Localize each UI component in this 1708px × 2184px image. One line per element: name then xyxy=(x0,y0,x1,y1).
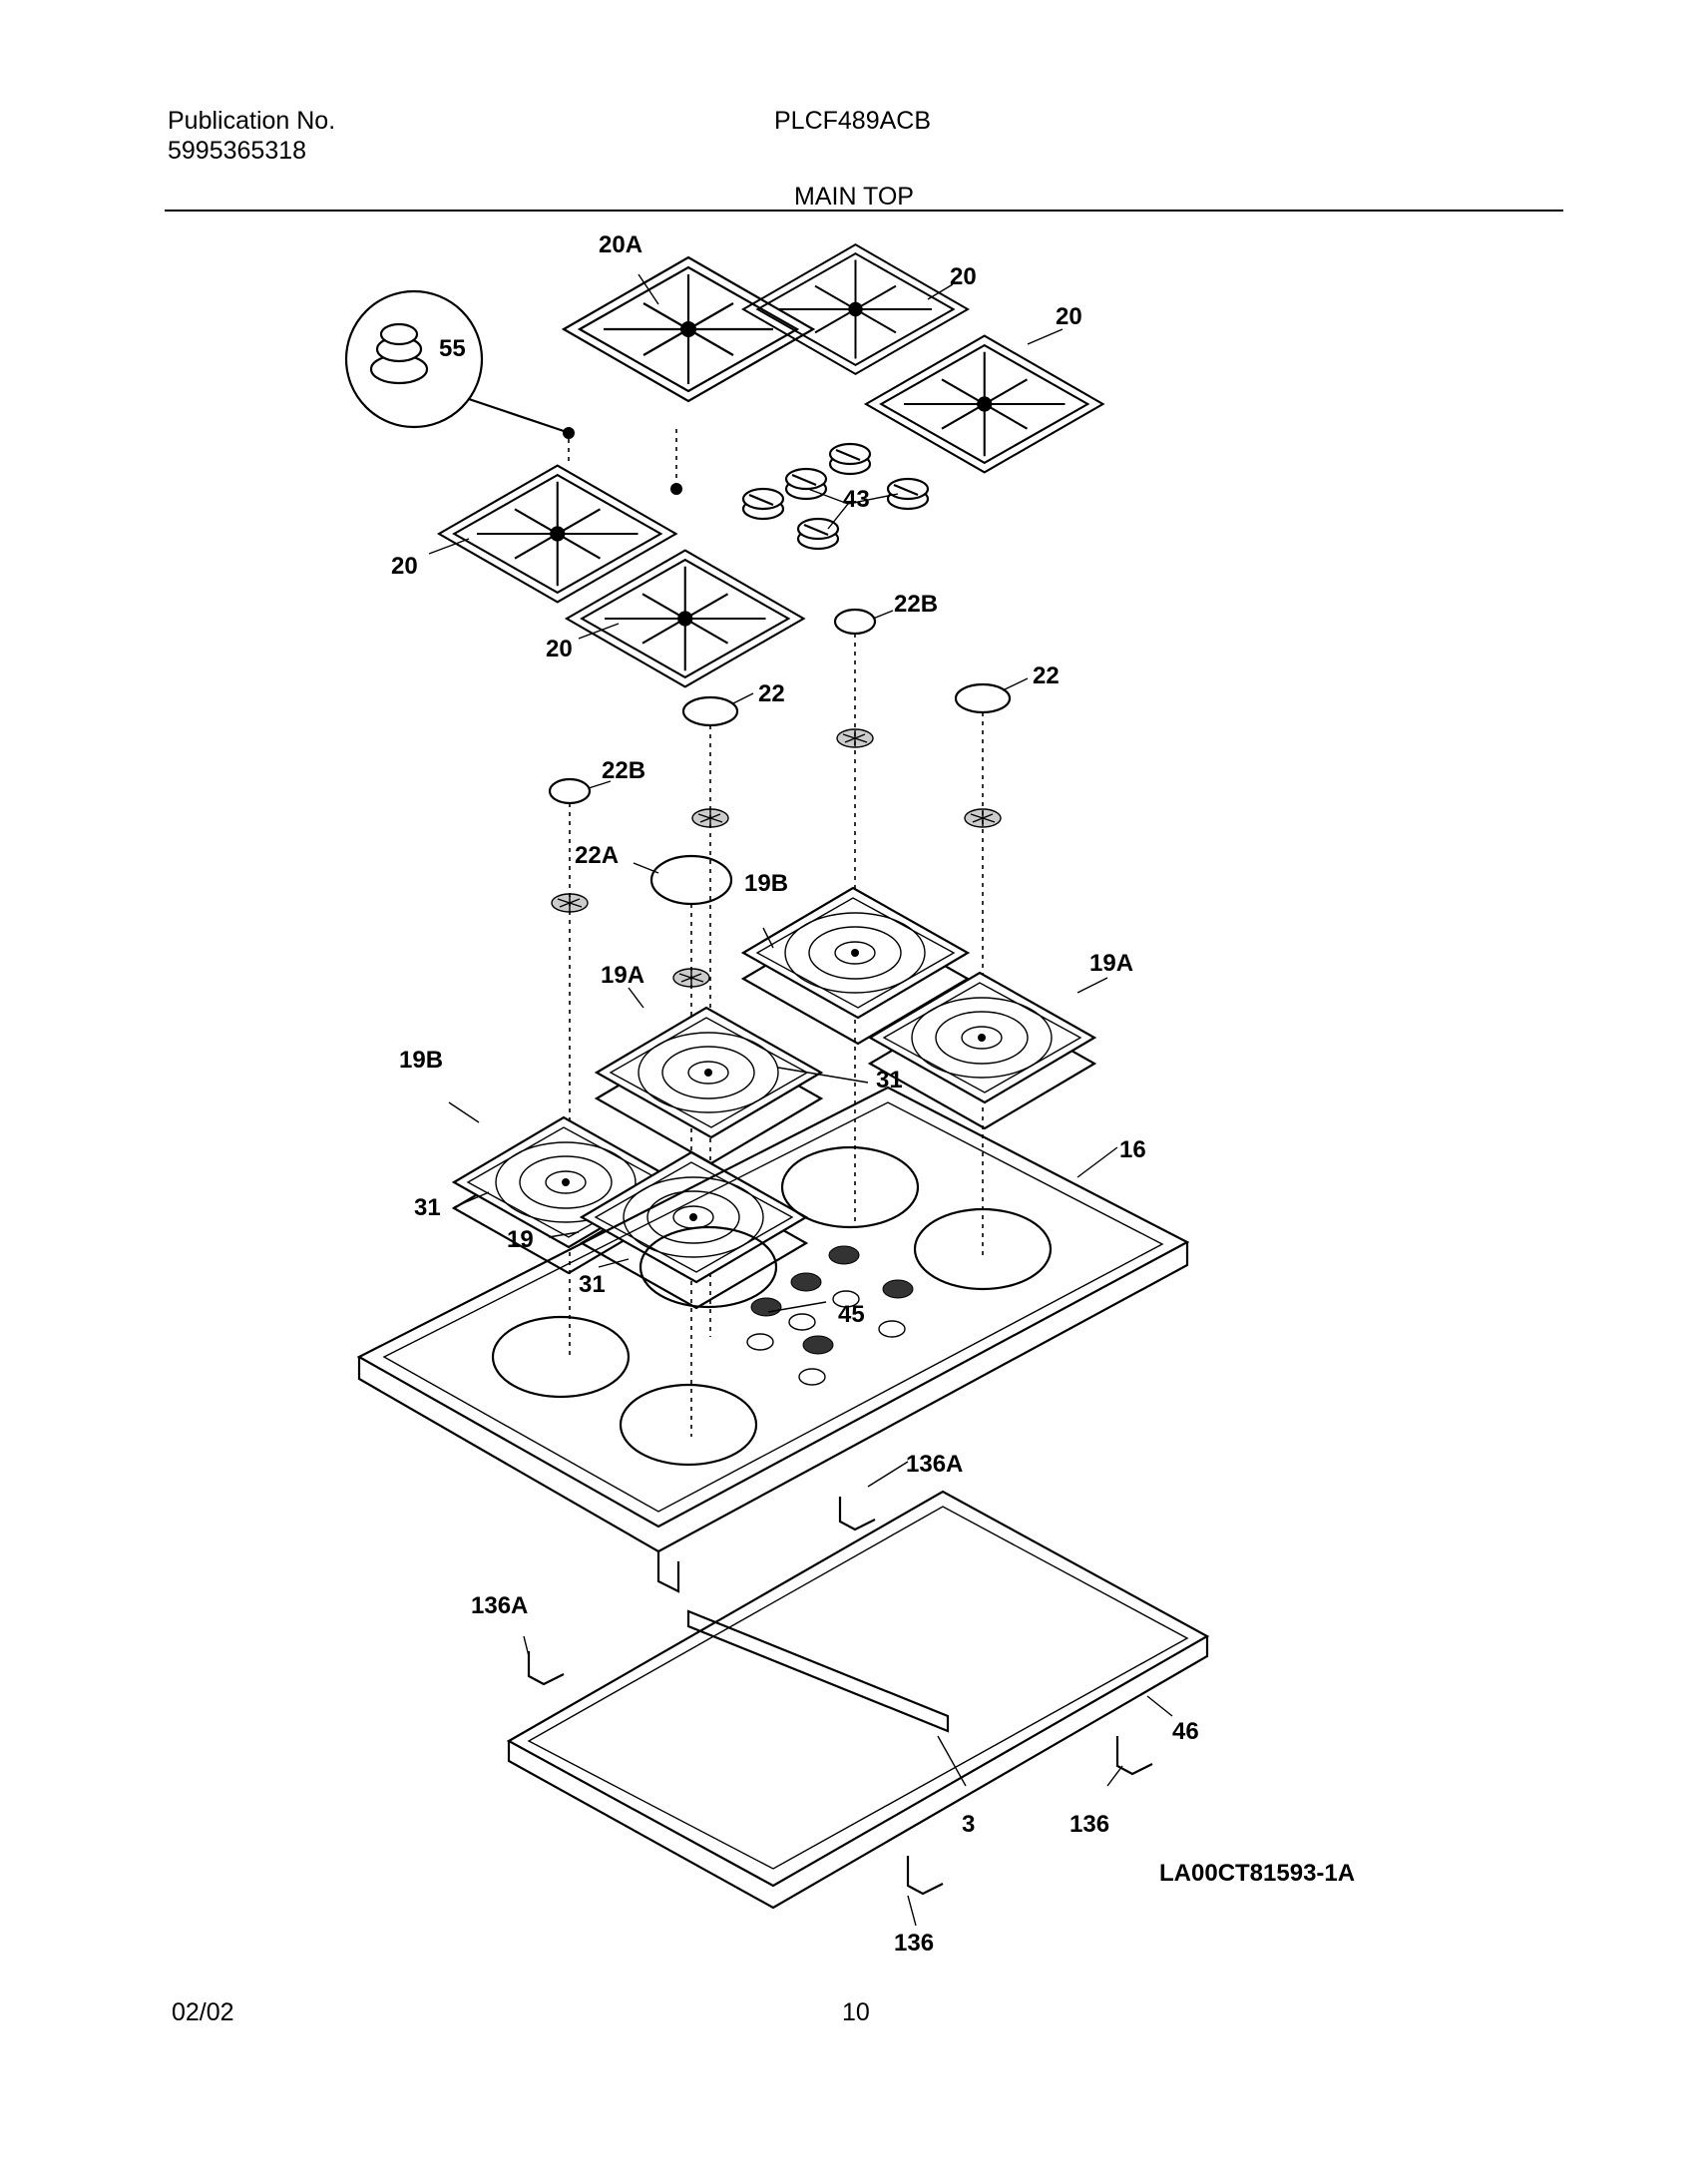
footer-date: 02/02 xyxy=(172,1998,234,2026)
leader-lines xyxy=(428,273,1173,1927)
callout-22a: 22A xyxy=(575,842,619,869)
grate-20a xyxy=(562,255,815,403)
knob-seats-45 xyxy=(746,1245,914,1386)
header-rule xyxy=(165,210,1563,212)
publication-label: Publication No. xyxy=(168,107,336,135)
burner-caps-and-heads xyxy=(548,608,1012,1437)
callout-20: 20 xyxy=(391,553,418,580)
callout-136: 136 xyxy=(1069,1811,1109,1838)
callout-20: 20 xyxy=(1056,303,1082,330)
callout-45: 45 xyxy=(838,1301,865,1328)
reference-code: LA00CT81593-1A xyxy=(1159,1860,1355,1887)
callout-20: 20 xyxy=(546,636,573,662)
callout-19: 19 xyxy=(507,1226,534,1253)
callout-31: 31 xyxy=(579,1271,606,1298)
callout-20: 20 xyxy=(950,263,977,290)
callout-19b: 19B xyxy=(399,1047,443,1074)
callout-46: 46 xyxy=(1172,1718,1199,1745)
callout-31: 31 xyxy=(876,1067,903,1093)
section-title: MAIN TOP xyxy=(794,183,914,211)
callout-3: 3 xyxy=(962,1811,975,1838)
grate-20-rear-right xyxy=(864,334,1104,474)
callout-136: 136 xyxy=(894,1930,934,1957)
callout-20a: 20A xyxy=(599,231,642,258)
callout-22: 22 xyxy=(1033,662,1060,689)
callout-22: 22 xyxy=(758,680,785,707)
publication-number: 5995365318 xyxy=(168,137,307,165)
base-pan-46 xyxy=(506,1490,1210,1910)
callout-136a: 136A xyxy=(471,1592,528,1619)
callout-43: 43 xyxy=(843,486,870,513)
model-number: PLCF489ACB xyxy=(774,107,932,135)
knob-detail-55 xyxy=(344,289,682,495)
callout-16: 16 xyxy=(1119,1136,1146,1163)
burner-pan-19a-center xyxy=(595,1006,823,1165)
burner-pan-19a-right xyxy=(868,971,1096,1130)
page-number: 10 xyxy=(842,1998,870,2026)
grate-20-front-center xyxy=(565,549,805,688)
mounting-brackets-136 xyxy=(527,1497,1153,1896)
callout-136a: 136A xyxy=(906,1451,963,1478)
callout-22b: 22B xyxy=(894,591,938,618)
callout-22b: 22B xyxy=(602,757,645,784)
callout-19a: 19A xyxy=(601,962,644,989)
main-top-16 xyxy=(356,1086,1190,1593)
knobs-43 xyxy=(741,442,930,551)
callout-55: 55 xyxy=(439,335,466,362)
grate-20-front-left xyxy=(437,464,677,604)
callout-19b: 19B xyxy=(744,870,788,897)
callout-labels: 20A 20 20 20 20 55 43 22B 22 22 22B 22A … xyxy=(391,231,1355,1957)
callout-19a: 19A xyxy=(1089,950,1133,977)
callout-31: 31 xyxy=(414,1194,441,1221)
